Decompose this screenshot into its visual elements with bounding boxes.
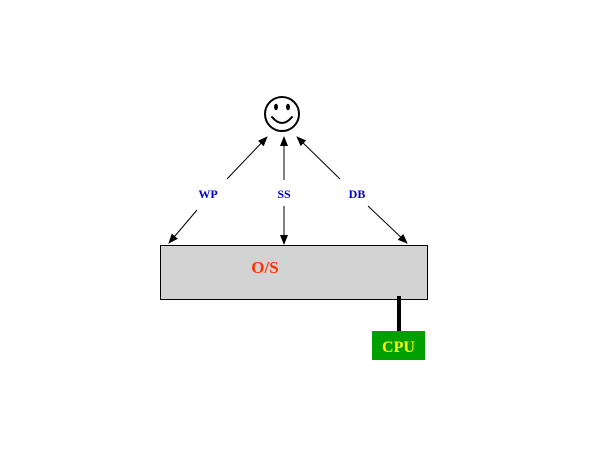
- smiley-face-icon: [264, 96, 300, 132]
- os-label: O/S: [251, 258, 278, 277]
- cpu-box: [372, 331, 425, 360]
- ss-label: SS: [277, 187, 291, 201]
- os-box: [160, 245, 428, 300]
- cpu-label: CPU: [382, 339, 415, 356]
- db-label: DB: [349, 187, 366, 201]
- wp-label: WP: [198, 187, 217, 201]
- wp-connection-arrow: [168, 136, 268, 244]
- db-connection-arrow: [296, 136, 408, 244]
